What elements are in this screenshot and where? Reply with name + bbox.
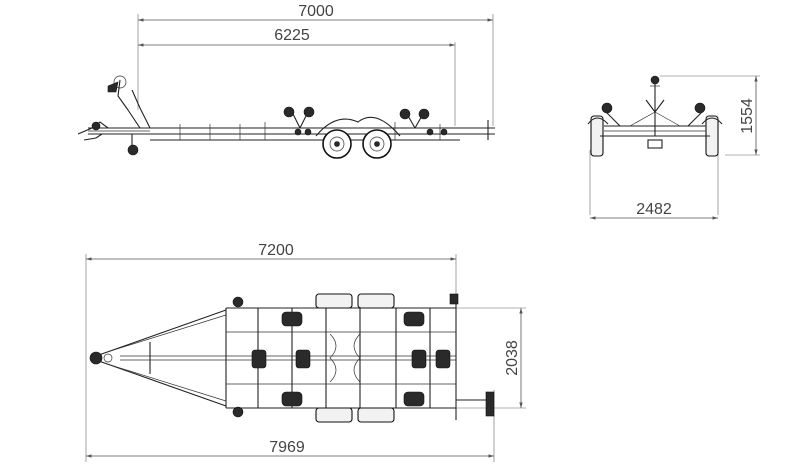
dim-side-overall-length: 7000 xyxy=(298,3,334,20)
dim-top-frame-length: 7200 xyxy=(258,242,294,259)
dim-rear-width: 2482 xyxy=(636,201,672,218)
side-roller-rear xyxy=(399,108,448,136)
dim-rear-height: 1554 xyxy=(739,98,756,134)
dim-side-frame-length: 6225 xyxy=(274,27,310,44)
top-view: 7200 7969 2038 xyxy=(85,242,526,462)
dim-top-width: 2038 xyxy=(504,340,521,376)
side-roller-front xyxy=(283,106,315,136)
side-view: 7000 6225 xyxy=(77,3,495,159)
dim-top-overall-length: 7969 xyxy=(269,439,305,456)
top-rollers xyxy=(232,296,451,418)
rear-view: 2482 1554 xyxy=(587,75,760,220)
top-wheels xyxy=(315,293,395,423)
